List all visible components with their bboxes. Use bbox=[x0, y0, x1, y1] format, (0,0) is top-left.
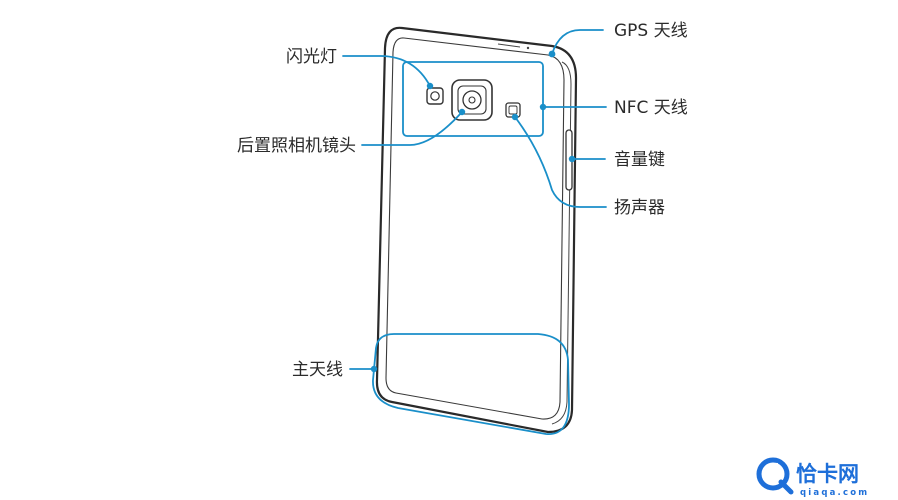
flash-led bbox=[430, 91, 440, 101]
camera-lens bbox=[462, 90, 482, 110]
label-nfc-antenna: NFC 天线 bbox=[614, 98, 688, 118]
leader-speaker-dot bbox=[511, 113, 519, 121]
flash-window bbox=[426, 87, 444, 105]
main-antenna-zone bbox=[372, 333, 570, 435]
label-main-antenna: 主天线 bbox=[292, 360, 343, 380]
watermark-q-tail bbox=[778, 479, 794, 495]
label-rear-camera: 后置照相机镜头 bbox=[237, 136, 356, 156]
leader-flash-dot bbox=[426, 82, 434, 90]
top-mic-hole bbox=[526, 46, 530, 50]
watermark-q-highlight bbox=[765, 462, 779, 471]
label-speaker: 扬声器 bbox=[614, 198, 665, 218]
leader-main-antenna-dot bbox=[370, 365, 378, 373]
leader-volume-dot bbox=[568, 155, 576, 163]
camera-housing-inner bbox=[457, 85, 487, 115]
leader-camera-dot bbox=[458, 108, 466, 116]
label-gps-antenna: GPS 天线 bbox=[614, 21, 688, 41]
leader-camera bbox=[361, 111, 463, 146]
phone-shell bbox=[375, 26, 578, 434]
phone-body bbox=[375, 26, 578, 434]
watermark-q-icon bbox=[756, 457, 790, 491]
nfc-antenna-zone bbox=[402, 61, 544, 137]
phone-top-edge bbox=[497, 43, 521, 48]
label-flash: 闪光灯 bbox=[286, 47, 337, 67]
leader-speaker bbox=[514, 116, 607, 208]
leader-nfc-dot bbox=[539, 103, 547, 111]
phone-back-plate bbox=[385, 37, 565, 420]
speaker-grille-inner bbox=[508, 105, 518, 115]
callout-labels: GPS 天线 闪光灯 NFC 天线 后置照相机镜头 音量键 扬声器 主天线 bbox=[237, 21, 688, 380]
phone-side-edge bbox=[551, 61, 572, 425]
watermark-name: 恰卡网 bbox=[796, 462, 859, 486]
leader-flash bbox=[342, 55, 431, 87]
leader-gps-dot bbox=[548, 50, 556, 58]
camera-lens-center bbox=[468, 96, 476, 104]
leader-lines bbox=[342, 29, 607, 373]
label-volume-key: 音量键 bbox=[614, 150, 665, 170]
watermark-domain: qiaqa.com bbox=[800, 488, 869, 498]
leader-gps bbox=[551, 29, 604, 55]
watermark-logo: 恰卡网 qiaqa.com bbox=[756, 457, 869, 498]
